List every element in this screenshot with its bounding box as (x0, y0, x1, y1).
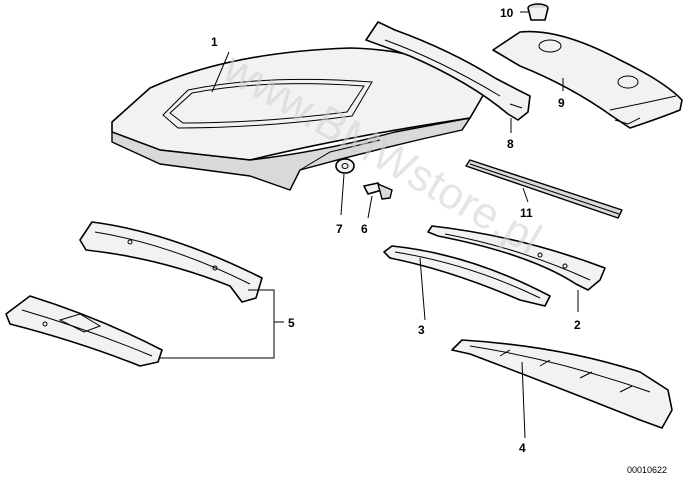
roof-bow (427, 225, 606, 291)
callout-2: 2 (574, 318, 581, 332)
washer-part (335, 158, 355, 174)
callout-8: 8 (507, 137, 514, 151)
front-cross-member-upper (79, 221, 263, 303)
callout-4: 4 (519, 441, 526, 455)
rear-cross-member (451, 339, 673, 429)
callout-7: 7 (336, 222, 343, 236)
callout-5: 5 (288, 316, 295, 330)
callout-1: 1 (211, 35, 218, 49)
diagram-number: 00010622 (627, 465, 667, 475)
sunroof-opening (162, 78, 373, 129)
callout-11: 11 (520, 206, 533, 220)
roof-panel (111, 47, 486, 191)
roof-strip (465, 159, 623, 219)
callout-10: 10 (500, 6, 514, 20)
front-cross-member-lower (5, 295, 163, 367)
callout-3: 3 (418, 323, 425, 337)
leader-lines (160, 11, 579, 439)
callout-6: 6 (361, 222, 368, 236)
rear-roof-frame (492, 30, 683, 129)
front-roof-frame (365, 21, 531, 121)
callout-9: 9 (558, 96, 565, 110)
bolt-part (363, 182, 393, 200)
plug-part (527, 3, 549, 21)
roof-bow-lower (383, 245, 551, 307)
